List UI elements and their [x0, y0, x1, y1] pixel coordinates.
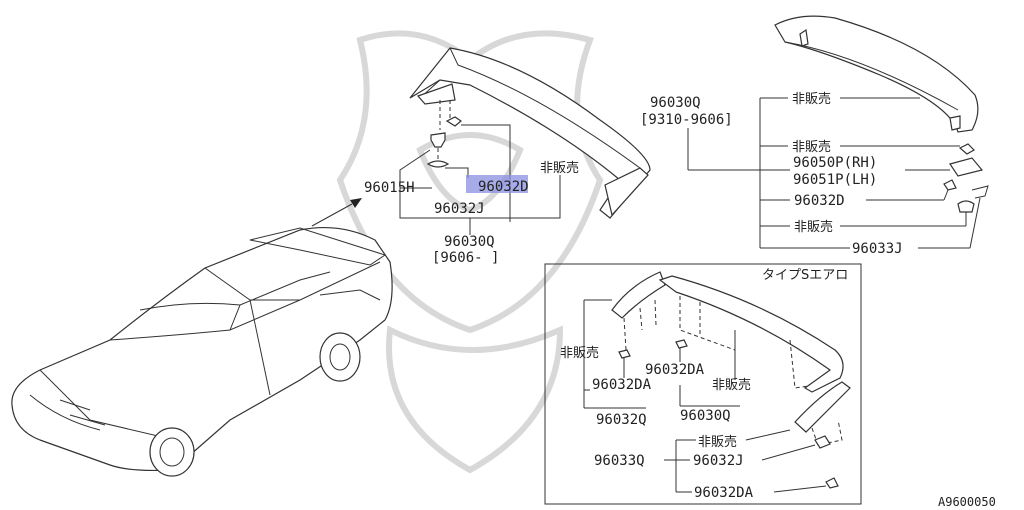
label-96032da-c[interactable]: 96032DA	[694, 485, 754, 501]
aero-leader-lines	[583, 299, 827, 493]
label-96030q-upper-range: [9310-9606]	[640, 112, 733, 128]
label-96032j-aero[interactable]: 96032J	[693, 453, 744, 469]
label-96032da-b[interactable]: 96032DA	[645, 362, 705, 378]
label-96015h[interactable]: 96015H	[364, 180, 415, 196]
label-96032j[interactable]: 96032J	[434, 201, 485, 217]
label-96032d-upper[interactable]: 96032D	[794, 193, 845, 209]
label-96050p-rh[interactable]: 96050P(RH)	[793, 155, 877, 171]
highlight-96032d[interactable]	[466, 175, 528, 193]
label-96033q[interactable]: 96033Q	[594, 453, 645, 469]
main-spoiler	[409, 47, 651, 219]
upper-right-parts	[943, 143, 989, 213]
label-not-for-sale: 非販売	[540, 160, 579, 176]
clip-96032d	[445, 116, 463, 127]
label-not-for-sale-1: 非販売	[792, 91, 831, 107]
upper-right-leader-lines	[687, 97, 981, 249]
car-pointer-arrow	[311, 198, 362, 227]
label-96032d[interactable]: 96032D	[478, 179, 529, 195]
label-not-for-sale-a: 非販売	[560, 345, 599, 361]
label-96033j[interactable]: 96033J	[852, 241, 903, 257]
aero-box	[544, 263, 862, 505]
figure-id: A9600050	[938, 495, 996, 509]
grommet-96015h	[426, 132, 450, 168]
label-96030q-aero[interactable]: 96030Q	[680, 408, 731, 424]
label-not-for-sale-c: 非販売	[698, 434, 737, 450]
label-96030q[interactable]: 96030Q	[444, 234, 495, 250]
label-not-for-sale-3: 非販売	[794, 219, 833, 235]
label-96030q-range: [9606- ]	[432, 250, 499, 266]
upper-right-spoiler	[774, 15, 979, 133]
label-96051p-lh[interactable]: 96051P(LH)	[793, 172, 877, 188]
car-illustration	[11, 226, 393, 477]
aero-box-title: タイプSエアロ	[762, 268, 848, 283]
label-96032da-a[interactable]: 96032DA	[592, 377, 652, 393]
label-96030q-upper[interactable]: 96030Q	[650, 95, 701, 111]
label-not-for-sale-2: 非販売	[792, 139, 831, 155]
label-96032q[interactable]: 96032Q	[596, 412, 647, 428]
aero-spoiler	[611, 271, 851, 489]
label-not-for-sale-b: 非販売	[712, 377, 751, 393]
